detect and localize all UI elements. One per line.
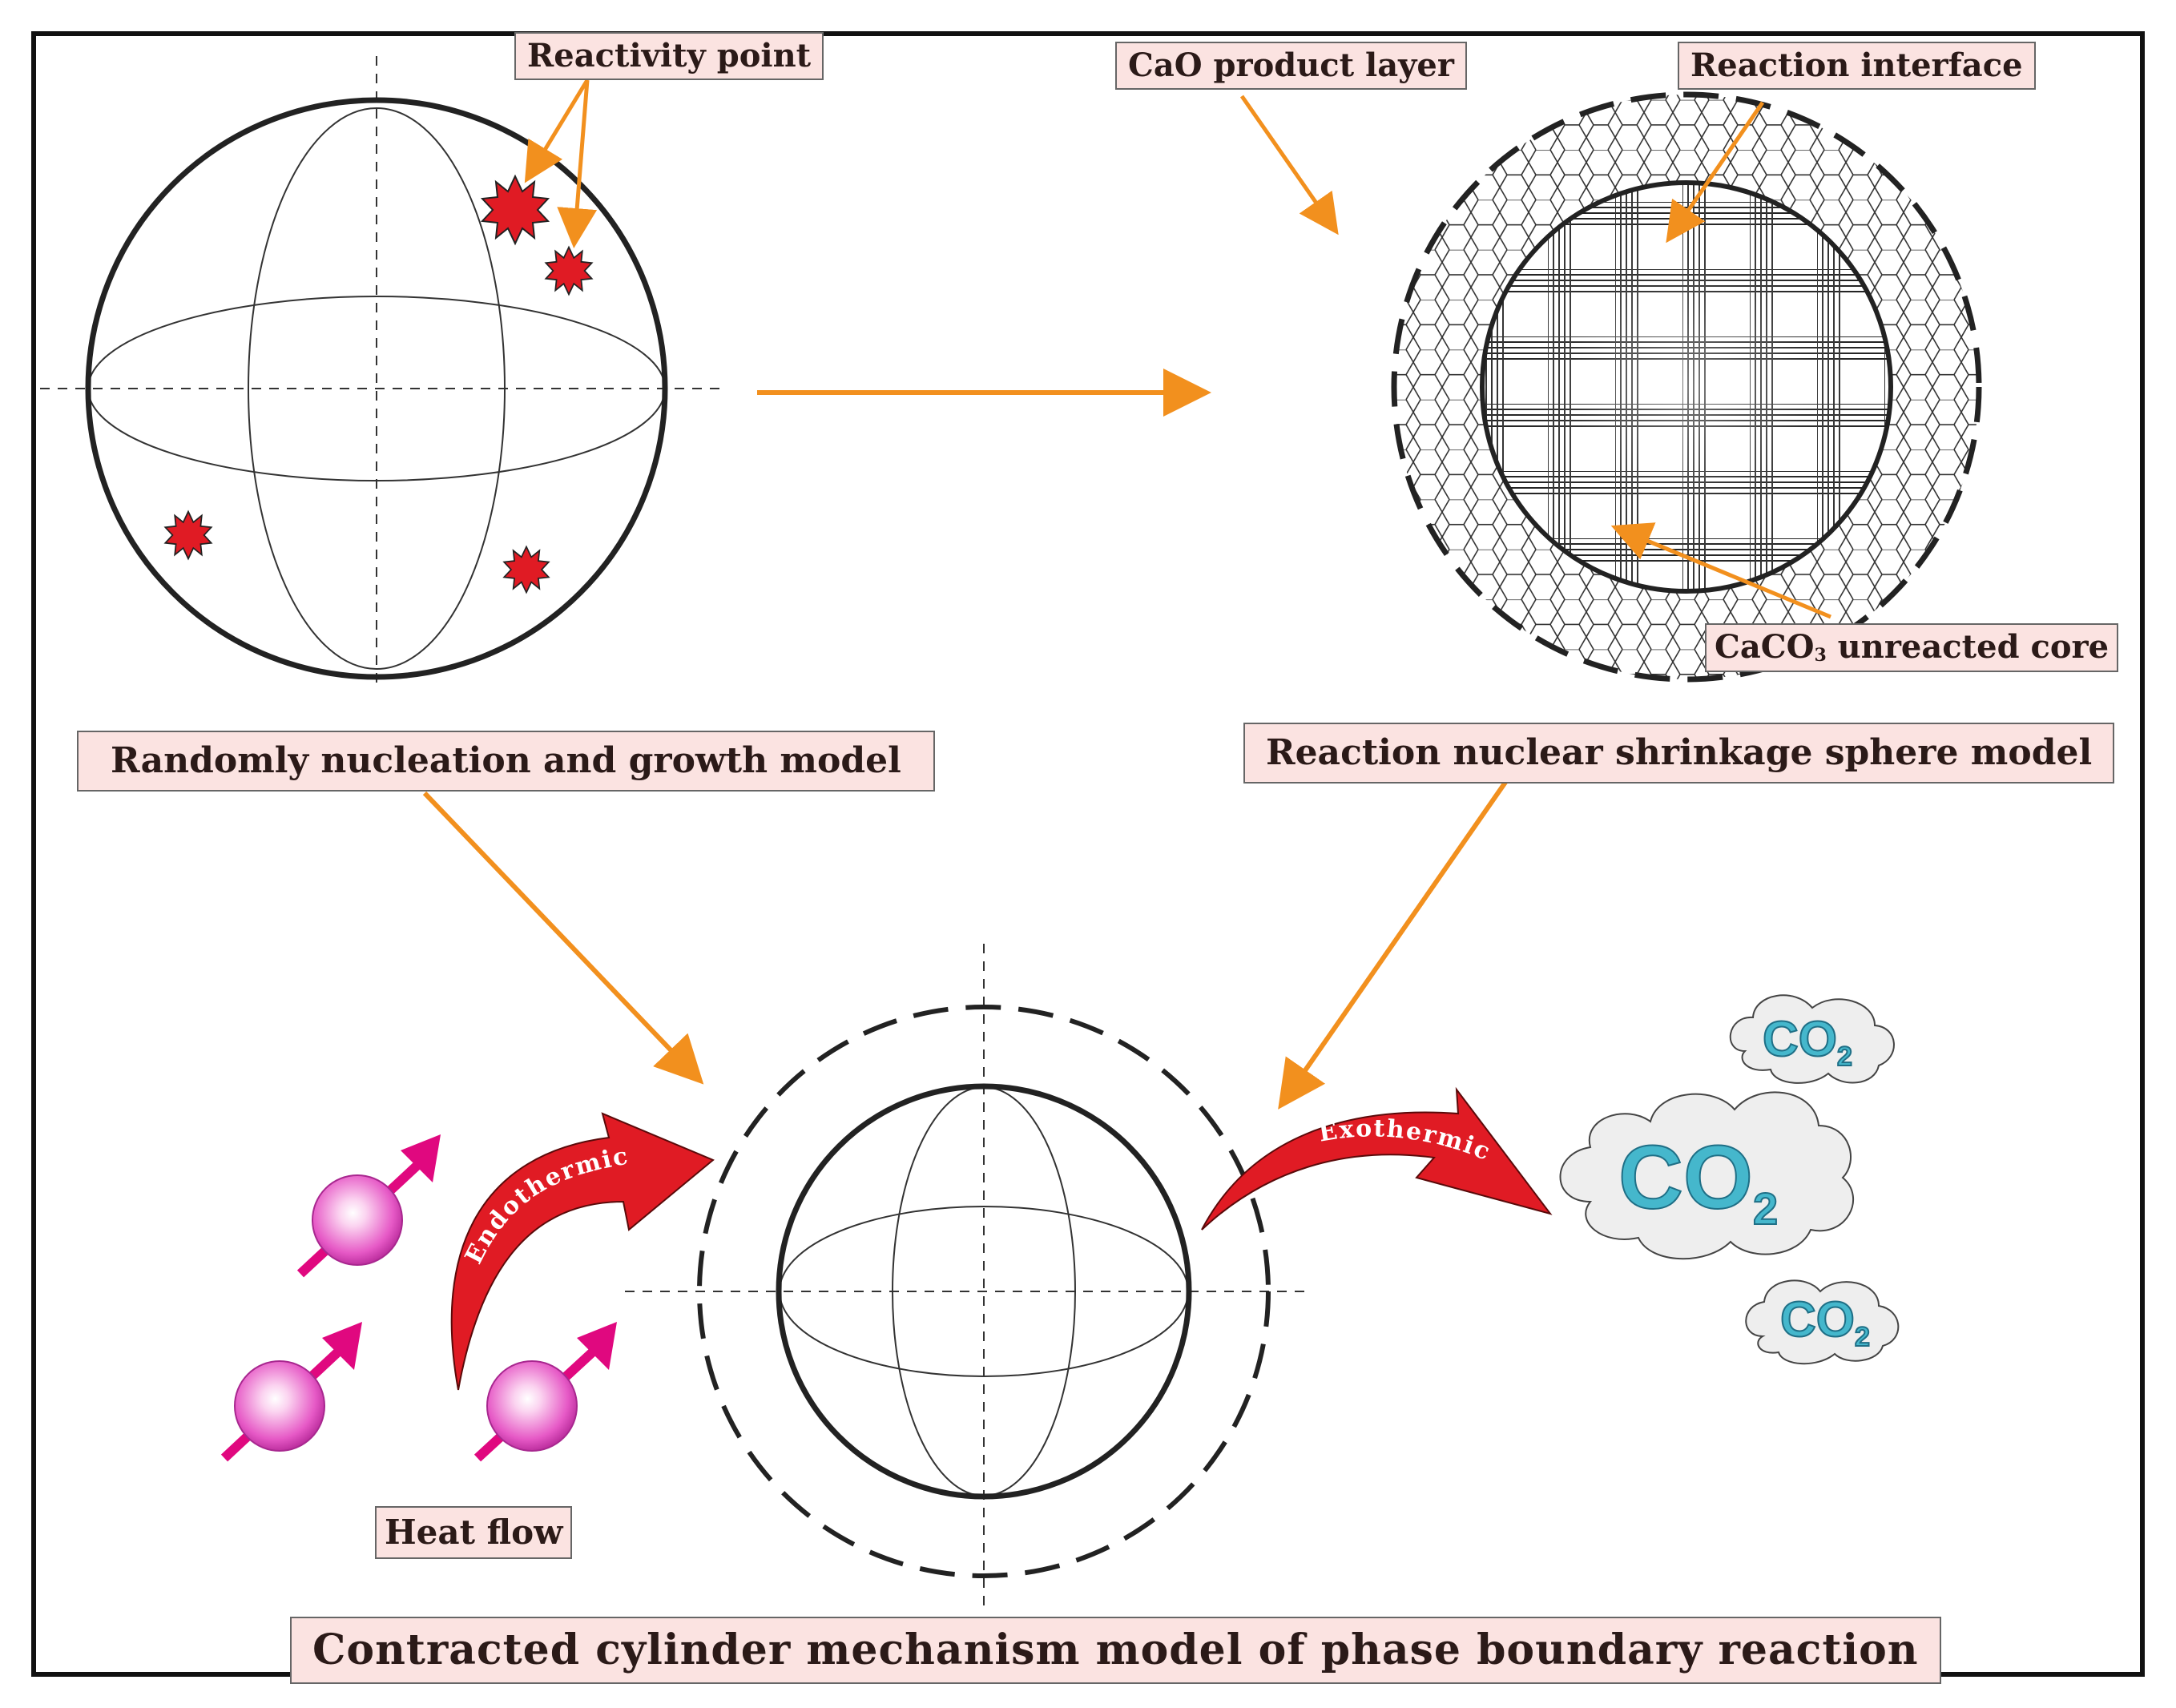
reaction-interface-outline bbox=[1480, 180, 1893, 594]
shrinking-core-sphere bbox=[1391, 91, 1982, 683]
reaction-interface-label: Reaction interface bbox=[1678, 42, 2036, 90]
heat-flow-label: Heat flow bbox=[375, 1506, 573, 1559]
endothermic-arrow: Endothermic bbox=[450, 1112, 715, 1391]
transition-arrow-down-right bbox=[422, 791, 704, 1085]
heat-particle bbox=[220, 1322, 362, 1462]
caco3-unreacted-core-label: CaCO3 unreacted core bbox=[1705, 623, 2119, 672]
core-shading bbox=[1482, 183, 1891, 591]
star-icon bbox=[480, 174, 550, 246]
sphere-meridian bbox=[248, 107, 506, 670]
reactivity-point-label: Reactivity point bbox=[514, 32, 824, 80]
random-nucleation-sphere bbox=[40, 56, 721, 691]
star-icon bbox=[163, 510, 213, 561]
co2-label: CO2 bbox=[1618, 1127, 1778, 1234]
contracted-outer-shell bbox=[697, 1005, 1271, 1578]
star-icon bbox=[544, 245, 594, 296]
star-icon bbox=[502, 545, 550, 594]
caco3-formula: CaCO bbox=[1715, 628, 1815, 666]
co2-cloud-small-bottom: CO2 bbox=[1745, 1279, 1900, 1365]
reactivity-pointer-arrows bbox=[524, 79, 598, 248]
transition-arrow-down-left bbox=[1278, 779, 1509, 1110]
reactivity-stars bbox=[163, 174, 594, 594]
cao-shell-outline bbox=[1391, 91, 1982, 683]
caco3-subscript: 3 bbox=[1814, 645, 1827, 666]
co2-label: CO2 bbox=[1780, 1292, 1870, 1352]
cao-product-layer-label: CaO product layer bbox=[1115, 42, 1467, 90]
caco3-core-text: unreacted core bbox=[1826, 628, 2110, 666]
heat-particle bbox=[473, 1322, 617, 1462]
shrinking-core-pointers bbox=[1239, 95, 1831, 619]
random-nucleation-model-label: Randomly nucleation and growth model bbox=[77, 731, 935, 792]
shrinkage-sphere-model-label: Reaction nuclear shrinkage sphere model bbox=[1243, 723, 2115, 784]
contracted-sphere bbox=[625, 944, 1306, 1610]
co2-cloud-small-top: CO2 bbox=[1729, 994, 1895, 1084]
co2-label: CO2 bbox=[1763, 1012, 1852, 1072]
sphere-outline bbox=[85, 97, 668, 680]
heat-flow-particles bbox=[220, 1134, 617, 1462]
contracted-core-outline bbox=[776, 1083, 1192, 1500]
co2-cloud-large: CO2 bbox=[1559, 1091, 1854, 1260]
heat-particle bbox=[296, 1134, 441, 1278]
contracted-cylinder-model-label: Contracted cylinder mechanism model of p… bbox=[290, 1617, 1941, 1684]
